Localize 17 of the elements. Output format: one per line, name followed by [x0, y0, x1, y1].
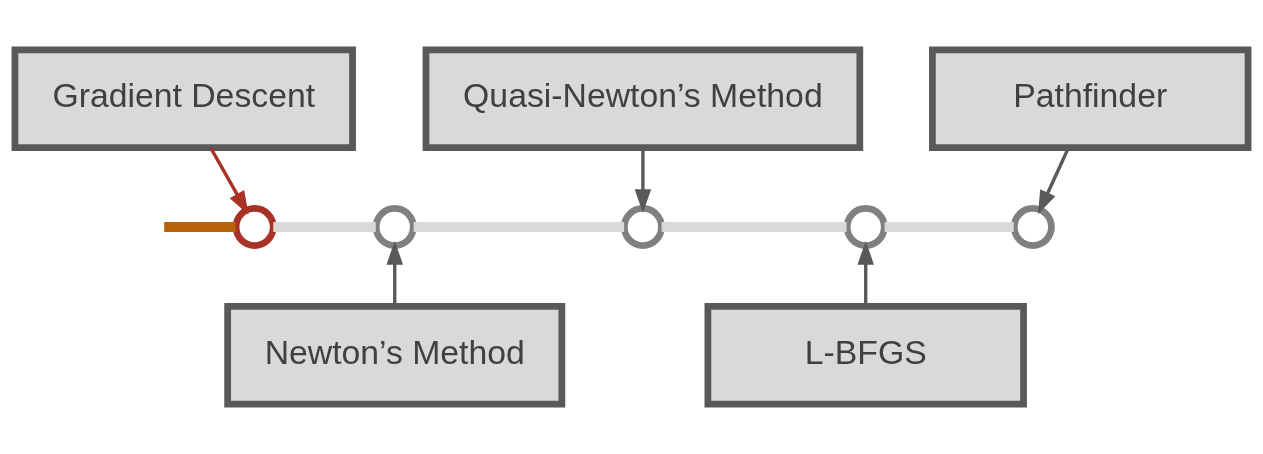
node-circle: [843, 205, 888, 249]
connector: [884, 221, 1014, 233]
connector: [273, 221, 376, 233]
arrow: [209, 147, 249, 215]
connector: [661, 221, 847, 233]
node-circle: [232, 205, 277, 249]
node-box: Gradient Descent: [11, 46, 356, 152]
connector: [164, 221, 236, 233]
arrow: [634, 148, 652, 213]
node-box: L-BFGS: [704, 302, 1027, 408]
node-box: Quasi-Newton’s Method: [422, 46, 864, 152]
node-box: Pathfinder: [929, 46, 1252, 152]
connector: [413, 221, 625, 233]
node-circle: [372, 205, 417, 249]
node-circle: [1010, 205, 1055, 249]
node-box: Newton’s Method: [224, 302, 566, 408]
node-circle: [620, 205, 665, 249]
